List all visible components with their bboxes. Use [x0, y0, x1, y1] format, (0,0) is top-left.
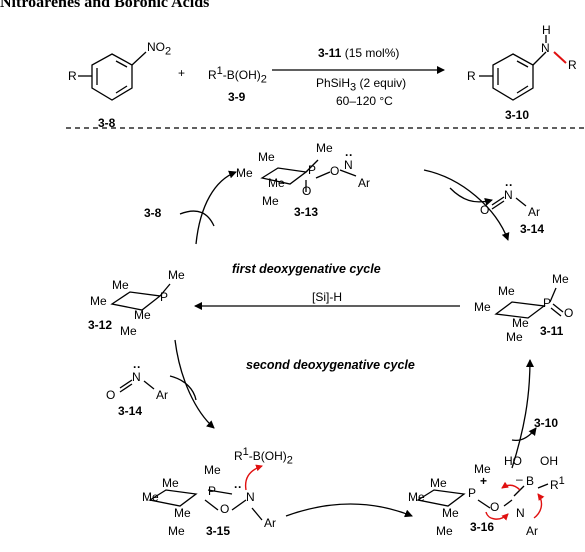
- ar-3-16: Ar: [526, 524, 538, 538]
- me-3-13-c: Me: [268, 176, 285, 190]
- me-3-12-c: Me: [134, 308, 151, 322]
- ar-3-14-top: Ar: [528, 205, 540, 219]
- product-n-atom: N: [541, 41, 550, 55]
- me-3-11-b: Me: [474, 300, 491, 314]
- me-3-15-d: Me: [168, 524, 185, 538]
- me-3-16-c: Me: [442, 506, 459, 520]
- first-cycle-label: first deoxygenative cycle: [232, 262, 381, 276]
- o-atom-3-14-top: O: [480, 203, 490, 217]
- ar-3-15: Ar: [264, 516, 276, 530]
- n-atom-3-16: N: [516, 506, 525, 520]
- reductant-condition: PhSiH3 (2 equiv): [316, 76, 407, 94]
- me-3-15-a: Me: [162, 476, 179, 490]
- catalyst-condition: 3-11 (15 mol%): [318, 46, 400, 60]
- lone-pair-3-13: ··: [345, 148, 353, 162]
- ar-3-13: Ar: [358, 176, 370, 190]
- me-3-13-top: Me: [316, 141, 333, 155]
- me-3-11-a: Me: [498, 284, 515, 298]
- temperature-condition: 60–120 °C: [336, 94, 393, 108]
- me-3-13-d: Me: [262, 194, 279, 208]
- page-title: Nitroarenes and Boronic Acids: [0, 0, 210, 11]
- me-3-16-top: Me: [474, 462, 491, 476]
- phosphetane-3-11: [494, 287, 564, 319]
- compound-label-3-8: 3-8: [98, 116, 116, 130]
- p-atom-3-15: P: [208, 484, 217, 498]
- phosphetane-3-15: [148, 489, 263, 521]
- me-3-12-b: Me: [90, 294, 107, 308]
- phosphetane-3-13: [260, 159, 357, 192]
- output-3-10: 3-10: [534, 416, 559, 430]
- oh-3-16: OH: [540, 454, 558, 468]
- new-nc-bond: [553, 51, 567, 64]
- nitroarene-structure: [78, 51, 147, 101]
- n-atom-3-15: N: [246, 490, 255, 504]
- p-atom-3-11: P: [543, 296, 552, 310]
- me-3-11-c: Me: [512, 316, 529, 330]
- lone-pair-3-15: ··: [234, 480, 242, 494]
- me-3-11-top: Me: [552, 272, 569, 286]
- n-atom-3-13: N: [344, 158, 353, 172]
- b-atom-3-16: B: [526, 474, 535, 488]
- p-atom-3-12: P: [160, 290, 169, 304]
- product-nh-hydrogen: H: [542, 23, 551, 37]
- me-3-15-b: Me: [142, 490, 159, 504]
- second-cycle-label: second deoxygenative cycle: [246, 358, 415, 372]
- p-atom-3-13: P: [308, 163, 317, 177]
- me-3-13-b: Me: [236, 166, 253, 180]
- b-minus-charge: –: [516, 472, 523, 486]
- me-3-16-a: Me: [430, 476, 447, 490]
- r1-3-16: R1: [550, 475, 565, 492]
- o-atom-3-13: O: [330, 164, 340, 178]
- p-plus-charge: +: [480, 474, 488, 488]
- electron-flow-arrows: [244, 464, 545, 521]
- compound-label-3-15: 3-15: [206, 524, 231, 538]
- p-atom-3-16: P: [468, 486, 477, 500]
- me-3-11-d: Me: [506, 330, 523, 344]
- me-3-16-d: Me: [436, 524, 453, 538]
- compound-label-3-10: 3-10: [505, 108, 530, 122]
- ar-3-14-left: Ar: [156, 388, 168, 402]
- cycle-arrows: [169, 169, 537, 518]
- phosphetane-3-12: [110, 283, 171, 311]
- n-atom-3-14-left: N: [132, 370, 141, 384]
- me-3-12-top: Me: [168, 268, 185, 282]
- product-r1-substituent: R: [568, 58, 577, 72]
- me-3-12-a: Me: [112, 278, 129, 292]
- input-3-14: 3-14: [118, 404, 143, 418]
- product-r-substituent: R: [467, 69, 476, 83]
- compound-label-3-16: 3-16: [470, 520, 495, 534]
- r-substituent: R: [68, 69, 77, 83]
- compound-label-3-9: 3-9: [228, 90, 246, 104]
- product-structure: [479, 35, 547, 101]
- compound-label-3-12: 3-12: [88, 318, 113, 332]
- output-3-14: 3-14: [520, 222, 545, 236]
- phosphetane-3-16: [416, 483, 549, 509]
- me-3-13-a: Me: [258, 150, 275, 164]
- lone-pair-3-14-top: ··: [505, 178, 513, 192]
- nitro-group-label: NO2: [147, 40, 172, 58]
- compound-label-3-11: 3-11: [540, 324, 564, 338]
- me-3-16-b: Me: [408, 490, 425, 504]
- boronic-acid-label: R1-B(OH)2: [208, 65, 267, 86]
- ho-3-16: HO: [504, 454, 522, 468]
- compound-label-3-13: 3-13: [294, 205, 319, 219]
- o-ring-3-13: O: [302, 184, 312, 198]
- me-3-12-d: Me: [120, 324, 137, 338]
- n-atom-3-14-top: N: [504, 188, 513, 202]
- me-3-15-c: Me: [174, 506, 191, 520]
- o-atom-3-16: O: [490, 500, 500, 514]
- silane-label: [Si]-H: [312, 290, 342, 304]
- nitroso-fragments: [119, 196, 527, 393]
- input-3-8: 3-8: [144, 206, 162, 220]
- o-atom-3-11: O: [564, 306, 574, 320]
- o-atom-3-14-left: O: [106, 388, 116, 402]
- boronic-reagent-label: R1-B(OH)2: [234, 446, 293, 467]
- o-atom-3-15: O: [220, 502, 230, 516]
- plus-sign: +: [178, 66, 186, 80]
- lone-pair-3-14-left: ··: [133, 360, 141, 374]
- me-3-15-top: Me: [204, 463, 221, 477]
